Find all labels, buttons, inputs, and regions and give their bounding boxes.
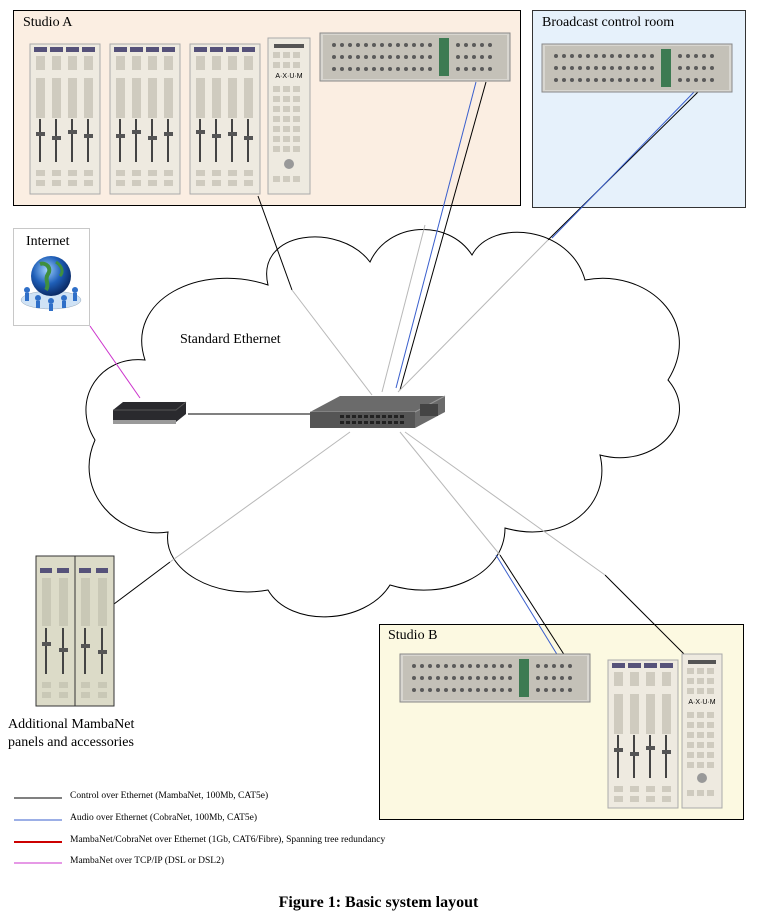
audio-links — [395, 81, 697, 657]
legend-item-audio: Audio over Ethernet (CobraNet, 100Mb, CA… — [70, 813, 258, 823]
accessories-label-line2: panels and accessories — [8, 735, 134, 750]
console-brand-label: A·X·U·M — [275, 73, 302, 80]
fader-module — [189, 43, 261, 195]
link-studio-a-io-control — [399, 81, 487, 391]
legend-item-tcpip: MambaNet over TCP/IP (DSL or DSL2) — [70, 856, 225, 866]
studio-a-title: Studio A — [23, 15, 73, 30]
link-studio-b-io-audio — [495, 554, 559, 657]
console-brand-label: A·X·U·M — [688, 699, 715, 706]
studio-b-title: Studio B — [388, 628, 438, 643]
accessories-label-line1: Additional MambaNet — [8, 717, 135, 732]
link-bcr-io-audio — [551, 89, 697, 239]
fader-module — [607, 659, 679, 809]
figure-caption: Figure 1: Basic system layout — [278, 894, 479, 911]
internet-globe-icon — [20, 256, 82, 311]
fader-module — [29, 43, 101, 195]
router-icon — [113, 401, 187, 424]
broadcast-control-room-title: Broadcast control room — [542, 15, 675, 30]
studio-b-io-rack — [399, 653, 591, 703]
link-accessories-control — [113, 561, 171, 605]
legend-swatches — [14, 797, 62, 864]
link-internet-router — [89, 325, 141, 399]
link-studio-b-io-control — [499, 554, 566, 657]
in-cloud-links — [169, 224, 606, 576]
link-studio-a-console-control — [257, 195, 293, 291]
legend-item-control: Control over Ethernet (MambaNet, 100Mb, … — [70, 791, 269, 801]
ethernet-switch-icon — [310, 395, 446, 428]
link-studio-b-console-control — [604, 574, 687, 657]
studio-a-io-rack — [319, 32, 511, 82]
master-module: A·X·U·M — [681, 653, 723, 809]
studio-b-console: A·X·U·M — [607, 653, 723, 809]
link-studio-a-io-audio — [395, 81, 477, 389]
internet-title: Internet — [26, 234, 70, 249]
bcr-io-rack — [541, 43, 733, 93]
broadcast-control-room-region — [532, 10, 746, 208]
accessory-panels — [35, 555, 115, 707]
accessories-label: Additional MambaNet panels and accessori… — [8, 716, 134, 752]
control-links — [113, 81, 701, 657]
legend-item-gigabit: MambaNet/CobraNet over Ethernet (1Gb, CA… — [70, 835, 386, 845]
link-bcr-io-control — [547, 89, 701, 241]
ethernet-cloud-label: Standard Ethernet — [180, 332, 281, 347]
studio-a-console: A·X·U·M — [29, 37, 311, 195]
master-module: A·X·U·M — [267, 37, 311, 195]
fader-module — [109, 43, 181, 195]
